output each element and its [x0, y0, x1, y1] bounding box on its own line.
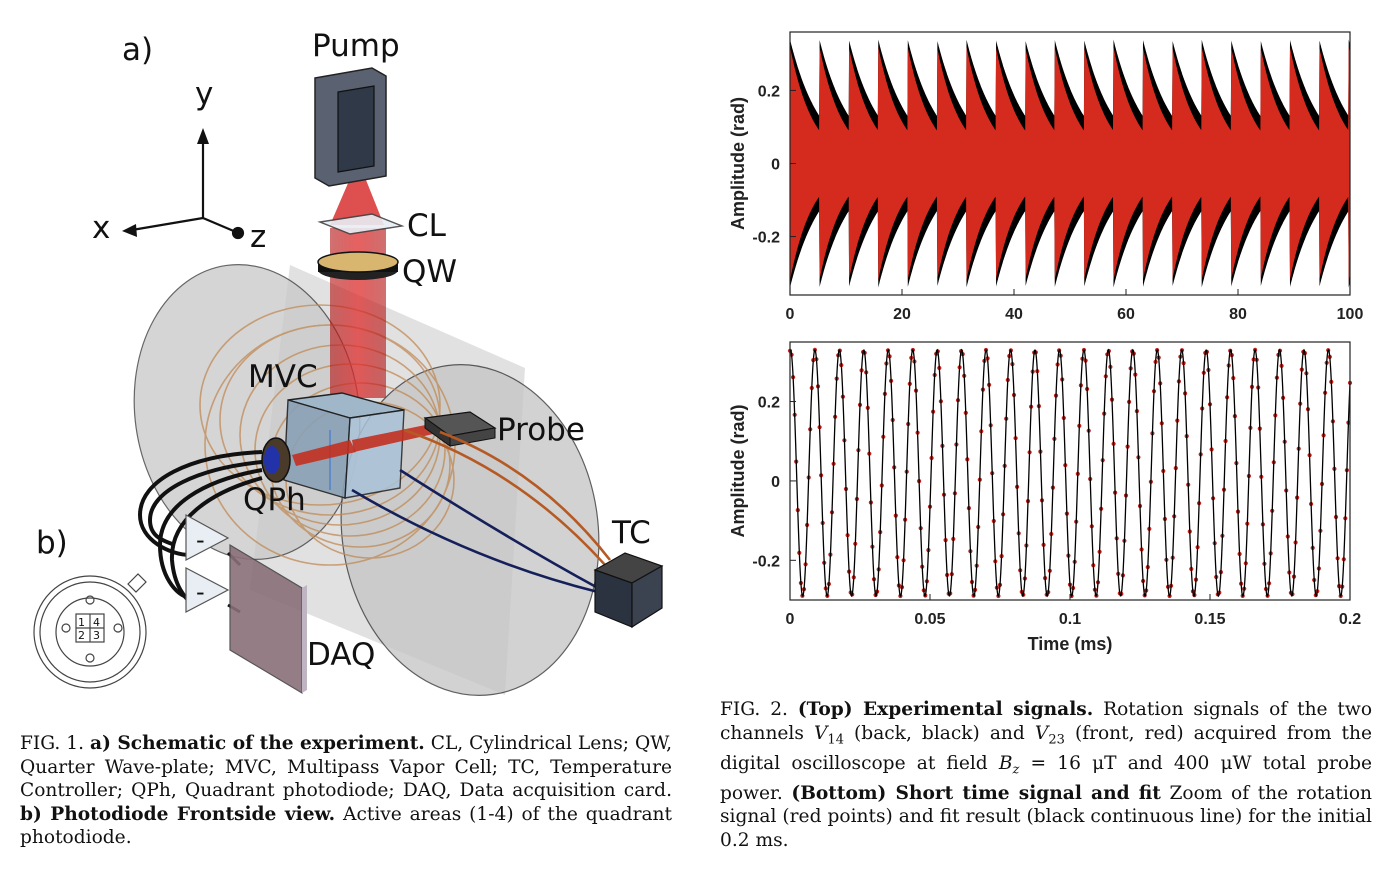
fig1-bold-b: b) Photodiode Frontside view.: [20, 803, 336, 825]
x-tick-label: 0.2: [1339, 611, 1361, 628]
figure1-caption: FIG. 1. a) Schematic of the experiment. …: [20, 732, 672, 850]
fit-line: [789, 348, 1351, 598]
y-tick-label: 0.2: [758, 83, 780, 100]
mvc-label: MVC: [248, 359, 318, 395]
tc-label: TC: [611, 515, 651, 551]
x-tick-label: 100: [1337, 306, 1364, 320]
y-tick-label: 0.2: [758, 395, 780, 412]
daq-card: [229, 543, 307, 695]
x-tick-label: 40: [1005, 306, 1023, 320]
probe-beam: [292, 422, 442, 466]
daq-label: DAQ: [307, 637, 375, 673]
y-tick-label: 0: [771, 474, 780, 491]
x-tick-label: 80: [1229, 306, 1247, 320]
x-tick-label: 60: [1117, 306, 1135, 320]
x-tick-label: 0.1: [1059, 611, 1081, 628]
quarter-wave-plate: [317, 251, 399, 280]
fig1-text-a: CL, Cylindrical Lens; QW, Quarter Wave-p…: [20, 733, 673, 801]
envelope-series-2: [790, 46, 1350, 281]
quad-label-4: 4: [93, 616, 100, 629]
coordinate-axes: [122, 128, 245, 240]
fig1-bold-a: a) Schematic of the experiment.: [90, 733, 425, 754]
cylindrical-lens: [317, 213, 405, 235]
temperature-controller: [593, 552, 664, 629]
fig2-text-top-4: = 16 μT and 400 μW total probe power.: [720, 752, 1372, 804]
fig2-text-bottom: Zoom of the rotation signal (red points)…: [720, 782, 1372, 851]
axis-z-label: z: [250, 219, 266, 255]
quad-label-2: 2: [78, 629, 85, 642]
pump-label: Pump: [312, 28, 400, 64]
x-tick-label: 0: [786, 306, 795, 320]
y-axis-label: Amplitude (rad): [728, 404, 748, 537]
fig2-text-top-2: (back, black) and: [854, 722, 1025, 744]
y-tick-label: 0: [771, 157, 780, 174]
x-tick-label: 0: [786, 611, 795, 628]
quad-label-3: 3: [93, 629, 100, 642]
x-axis-label: Time (ms): [1028, 634, 1113, 654]
panel-a-label: a): [122, 32, 153, 68]
figure2-caption: FIG. 2. (Top) Experimental signals. Rota…: [720, 698, 1372, 852]
plot-frame: [789, 341, 1351, 601]
quadrant-photodiode: [261, 437, 291, 483]
panel-b-label: b): [36, 525, 68, 561]
x-tick-label: 0.15: [1194, 611, 1225, 628]
fig1-text-b: Active areas (1-4) of the quadrant photo…: [20, 803, 672, 849]
y-tick-label: -0.2: [752, 230, 780, 247]
quad-label-1: 1: [78, 616, 85, 629]
qph-label: QPh: [243, 482, 306, 518]
v14-symbol: V14: [813, 722, 844, 748]
axis-y-label: y: [195, 76, 213, 112]
x-tick-label: 0.05: [914, 611, 945, 628]
fig2-bold-bottom: (Bottom) Short time signal and fit: [791, 782, 1161, 804]
svg-text:-: -: [196, 578, 205, 606]
photodiode-front-view: [33, 573, 147, 689]
probe-label: Probe: [497, 412, 585, 448]
optical-fibers: [351, 428, 612, 594]
pump-laser: [314, 67, 387, 187]
fig2-number: FIG. 2.: [720, 699, 788, 720]
signal-envelopes: [790, 39, 1350, 288]
y-axis-label: Amplitude (rad): [728, 97, 748, 230]
qw-label: QW: [402, 254, 457, 290]
fig2-text-top-1: Rotation signals of the two channels: [720, 699, 1373, 744]
probe-laser: [423, 411, 497, 447]
bz-symbol: Bz: [998, 752, 1020, 778]
fig2-bold-top: (Top) Experimental signals.: [797, 699, 1094, 720]
v23-symbol: V23: [1034, 722, 1065, 748]
x-tick-label: 20: [893, 306, 911, 320]
axis-x-label: x: [92, 210, 110, 246]
fig2-text-top-3: (front, red) acquired from the digital o…: [720, 722, 1372, 774]
y-tick-label: -0.2: [752, 553, 780, 570]
detector-cables: [137, 450, 263, 607]
fig1-number: FIG. 1.: [20, 733, 85, 754]
cl-label: CL: [407, 208, 447, 244]
svg-text:-: -: [196, 526, 205, 554]
experiment-schematic: - - 1 4 2 3 a) b) Pump CL: [33, 28, 664, 696]
